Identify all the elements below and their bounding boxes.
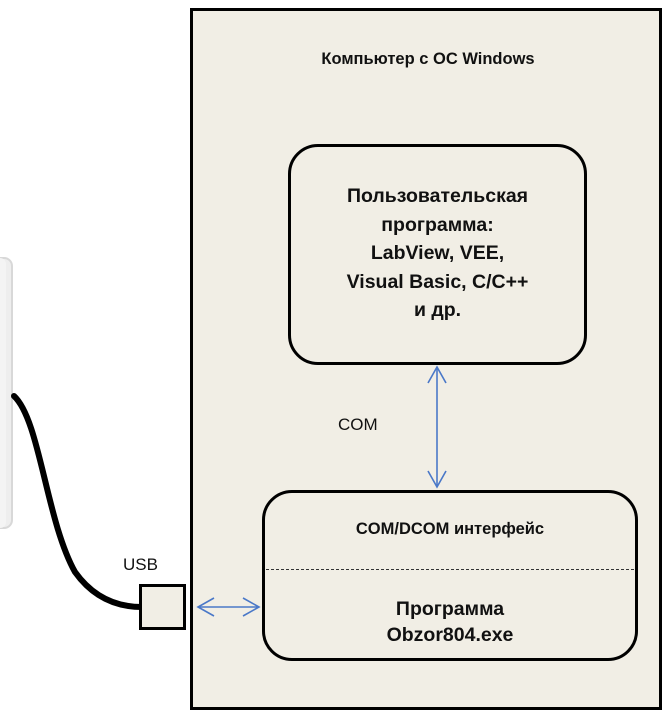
program-label: Программа Obzor804.exe [386, 598, 514, 646]
horizontal-double-arrow [196, 597, 261, 617]
computer-title: Компьютер с ОС Windows [321, 50, 535, 68]
com-interface-title: COM/DCOM интерфейс [355, 520, 545, 538]
user-program-label: Пользовательская программа: LabView, VEE… [346, 185, 529, 321]
com-link-label: COM [338, 415, 378, 434]
dashed-divider [266, 569, 634, 570]
user-program-box [288, 144, 587, 365]
vertical-double-arrow [427, 365, 447, 489]
com-interface-box [262, 490, 638, 661]
device-body [0, 257, 13, 529]
usb-label: USB [123, 555, 158, 574]
usb-plug [139, 584, 186, 630]
usb-cable [11, 393, 145, 610]
